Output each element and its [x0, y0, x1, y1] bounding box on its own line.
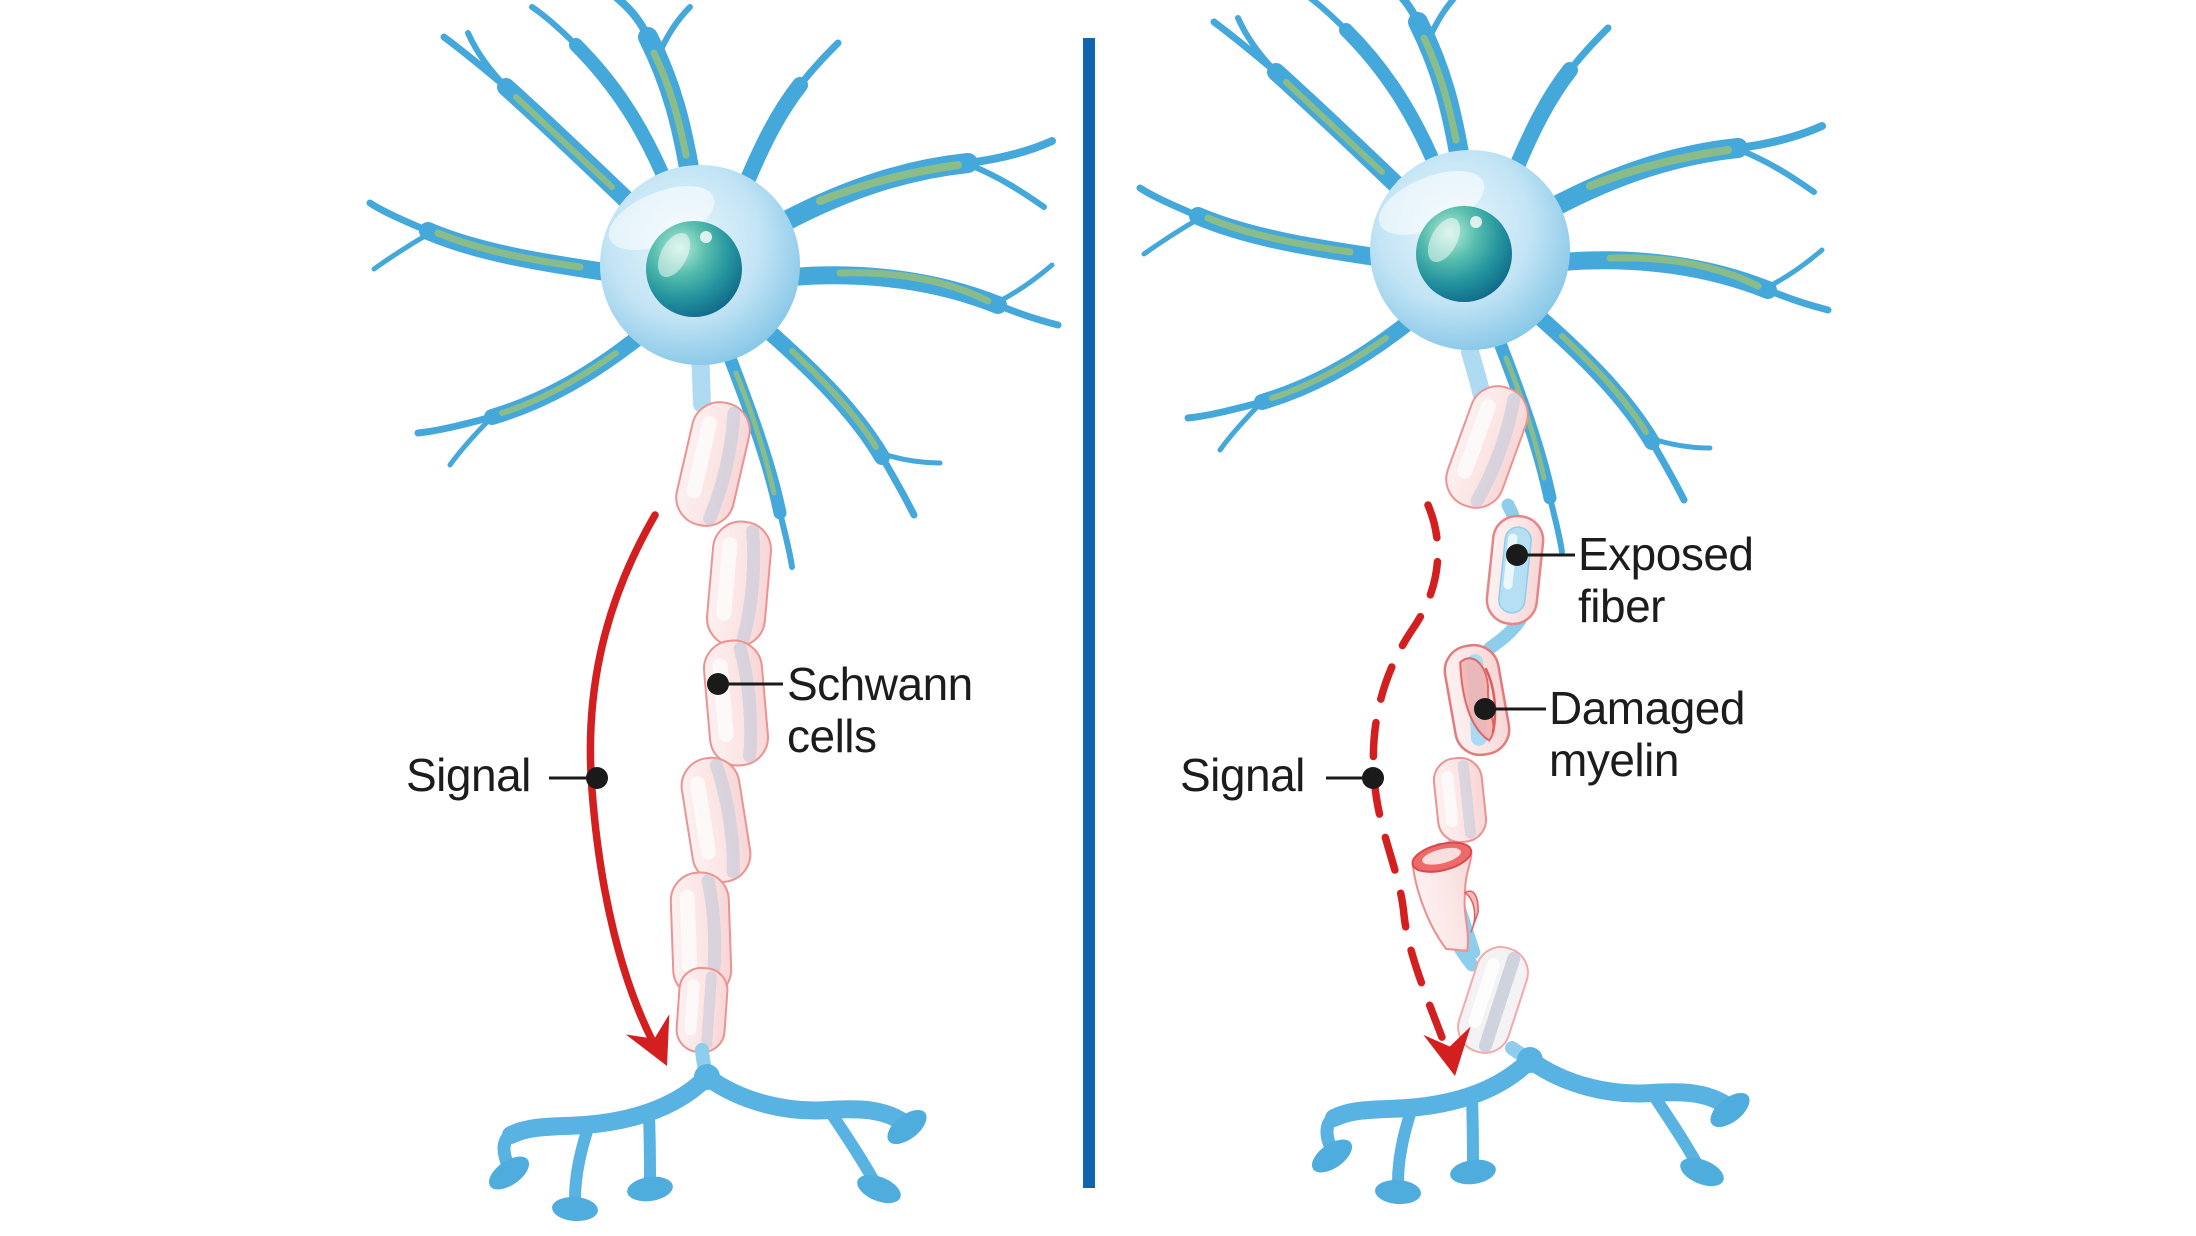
torn-myelin-segment	[1411, 841, 1481, 959]
signal-path-healthy	[586, 511, 670, 1066]
label-line: Damaged	[1549, 682, 1745, 734]
schwann-cell-sheath	[670, 397, 774, 1054]
signal-path-damaged	[1369, 501, 1471, 1076]
healthy-neuron	[370, 0, 1058, 1223]
signal-arrowhead	[1423, 1026, 1471, 1076]
label-exposed-fiber: Exposed fiber	[1578, 528, 1754, 632]
panel-divider	[1083, 38, 1095, 1188]
leader-dots	[586, 544, 1528, 789]
label-schwann-cells: Schwann cells	[787, 658, 973, 762]
damaged-myelin-segment	[1443, 643, 1511, 757]
exposed-fiber-segment	[1485, 514, 1545, 626]
label-line: myelin	[1549, 734, 1679, 786]
pale-myelin-segment	[1457, 946, 1529, 1054]
label-line: fiber	[1578, 580, 1665, 632]
label-signal-left: Signal	[406, 749, 531, 801]
axon-terminals	[1306, 1047, 1755, 1206]
label-damaged-myelin: Damaged myelin	[1549, 682, 1745, 786]
label-line: cells	[787, 710, 877, 762]
damaged-neuron	[1140, 0, 1828, 1206]
leader-lines	[549, 553, 1575, 780]
label-signal-right: Signal	[1180, 749, 1305, 801]
label-line: Schwann	[787, 658, 973, 710]
label-line: Exposed	[1578, 528, 1754, 580]
axon-terminals	[483, 1064, 932, 1223]
signal-arrowhead	[625, 1014, 670, 1066]
